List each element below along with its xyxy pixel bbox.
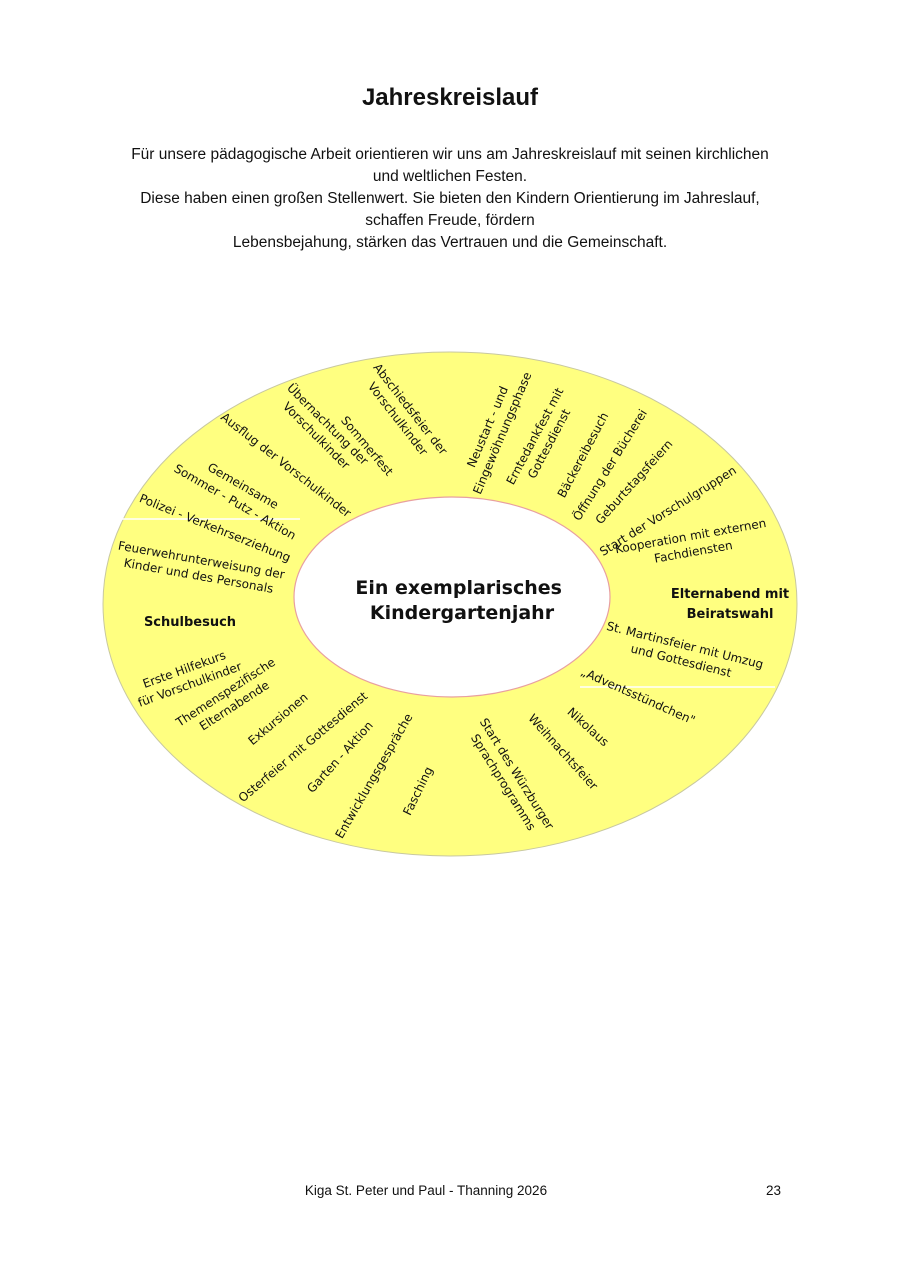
page-number: 23 <box>766 1183 782 1198</box>
inner-circle <box>293 496 611 698</box>
event-label: Schulbesuch <box>144 615 236 630</box>
footer-text: Kiga St. Peter und Paul - Thanning 2026 <box>304 1183 548 1198</box>
page-title: Jahreskreislauf <box>361 84 539 111</box>
center-label-line: Ein exemplarisches <box>355 577 562 599</box>
intro-paragraph: Für unsere pädagogische Arbeit orientier… <box>90 144 810 254</box>
event-label-line: Beiratswahl <box>687 607 774 622</box>
intro-line: schaffen Freude, fördern <box>365 212 535 229</box>
event-label-line: Schulbesuch <box>144 615 236 630</box>
intro-line: Diese haben einen großen Stellenwert. Si… <box>140 190 760 207</box>
intro-line: Lebensbejahung, stärken das Vertrauen un… <box>232 234 668 251</box>
center-label: Ein exemplarisches Kindergartenjahr <box>355 577 568 624</box>
intro-line: und weltlichen Festen. <box>372 168 528 185</box>
center-label-line: Kindergartenjahr <box>370 602 555 624</box>
intro-line: Für unsere pädagogische Arbeit orientier… <box>131 146 769 163</box>
event-label-line: Elternabend mit <box>671 587 789 602</box>
